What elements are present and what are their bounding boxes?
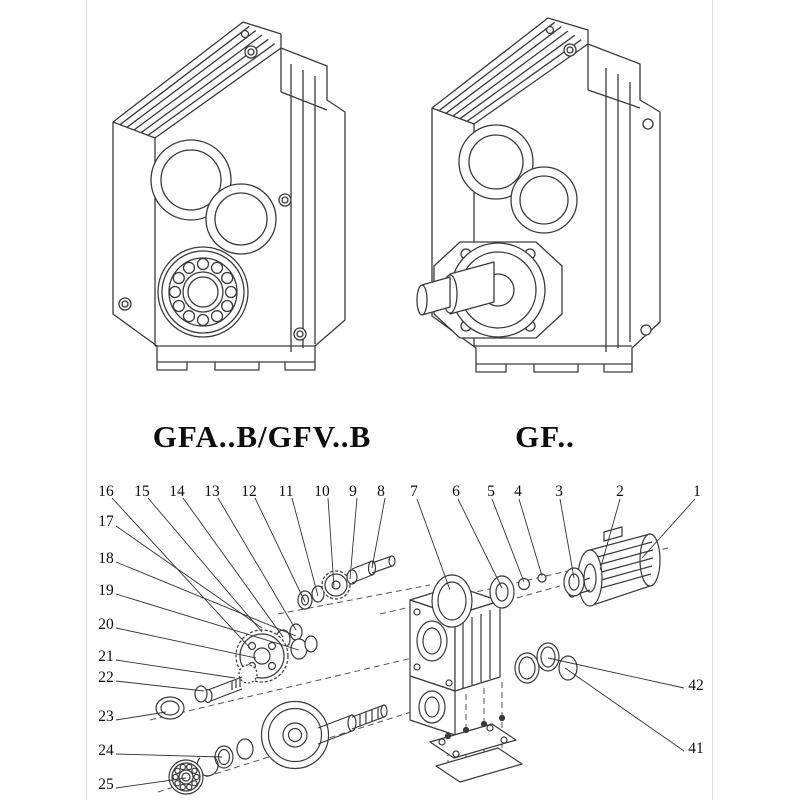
gearbox-drawing-gfab — [112, 21, 346, 371]
output-gear-cluster — [168, 700, 388, 795]
second-gear-cluster — [155, 623, 318, 720]
callout-13: 13 — [204, 483, 220, 500]
page-edge-right — [712, 0, 713, 800]
callout-22: 22 — [98, 669, 114, 686]
callout-42: 42 — [688, 677, 704, 694]
callout-12: 12 — [241, 483, 257, 500]
output-shaft — [416, 261, 495, 316]
callout-2: 2 — [616, 483, 624, 500]
callout-18: 18 — [98, 550, 114, 567]
callout-10: 10 — [314, 483, 330, 500]
callout-16: 16 — [98, 483, 114, 500]
callout-11: 11 — [278, 483, 294, 500]
gearbox-drawing-gf — [416, 17, 661, 373]
model-label-gf: GF.. — [515, 419, 575, 454]
callout-19: 19 — [98, 582, 114, 599]
callout-5: 5 — [487, 483, 495, 500]
retaining-rings — [514, 642, 578, 684]
callout-7: 7 — [410, 483, 418, 500]
callout-4: 4 — [514, 483, 522, 500]
page-edge-left — [86, 0, 87, 800]
callout-6: 6 — [452, 483, 460, 500]
bearing-detail — [157, 246, 249, 338]
intermediate-shaft-upper — [297, 555, 396, 610]
callout-1: 1 — [693, 483, 701, 500]
callout-41: 41 — [688, 740, 704, 757]
motor — [567, 526, 661, 607]
callout-20: 20 — [98, 616, 114, 633]
callout-23: 23 — [98, 708, 114, 725]
callout-24: 24 — [98, 742, 114, 759]
callout-8: 8 — [377, 483, 385, 500]
callout-9: 9 — [349, 483, 357, 500]
callout-14: 14 — [169, 483, 185, 500]
leader-lines — [111, 497, 696, 789]
callout-25: 25 — [98, 776, 114, 793]
model-label-gfab: GFA..B/GFV..B — [152, 419, 372, 454]
cover-plates — [429, 714, 523, 783]
callout-21: 21 — [98, 648, 114, 665]
callout-17: 17 — [98, 513, 114, 530]
callout-3: 3 — [555, 483, 563, 500]
callout-15: 15 — [134, 483, 150, 500]
input-small-parts — [431, 567, 585, 628]
